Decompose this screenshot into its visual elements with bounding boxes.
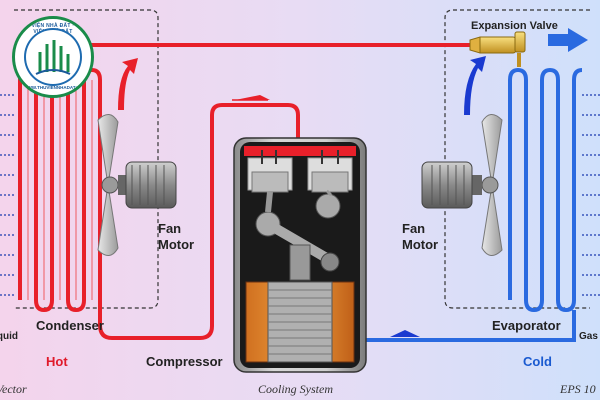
hot-label: Hot: [46, 354, 68, 369]
evaporator-coil: [508, 67, 583, 313]
evaporator-label: Evaporator: [492, 318, 561, 333]
airflow-arrows-right: [582, 94, 600, 296]
right-fan: [421, 114, 503, 256]
fan-motor-left-label-1: Fan: [158, 221, 182, 236]
condenser-label: Condenser: [36, 318, 104, 333]
footer-center: Cooling System: [258, 382, 333, 396]
building-icon: [26, 30, 80, 84]
logo-emblem: [24, 28, 82, 86]
site-logo: THƯ VIỆN NHÀ ĐẤT · THƯ VIỆN NHÀ ĐẤT WWW.…: [12, 16, 94, 98]
expansion-valve-label: Expansion Valve: [471, 20, 558, 32]
expansion-valve: [469, 31, 526, 67]
fan-motor-right-label-2: Motor: [402, 237, 439, 252]
hot-pipe-compressor: [98, 103, 300, 340]
logo-text-bottom: WWW.THUVIENNHADAT.VN: [23, 85, 83, 90]
footer-right: EPS 10: [560, 382, 596, 396]
gas-label: Gas: [579, 331, 598, 342]
compressor: [233, 137, 367, 373]
flow-arrow-right: [548, 28, 588, 52]
compressor-label: Compressor: [146, 354, 223, 369]
cold-pipe-suction: [365, 310, 576, 342]
left-fan: [97, 114, 177, 256]
fan-motor-right-label-1: Fan: [402, 221, 426, 236]
footer-left: Vector: [0, 382, 27, 396]
cold-label: Cold: [523, 354, 552, 369]
cold-air-arrow: [464, 56, 486, 115]
liquid-label: Liquid: [0, 331, 18, 342]
hot-air-arrow: [118, 58, 138, 110]
fan-motor-left-label-2: Motor: [158, 237, 195, 252]
